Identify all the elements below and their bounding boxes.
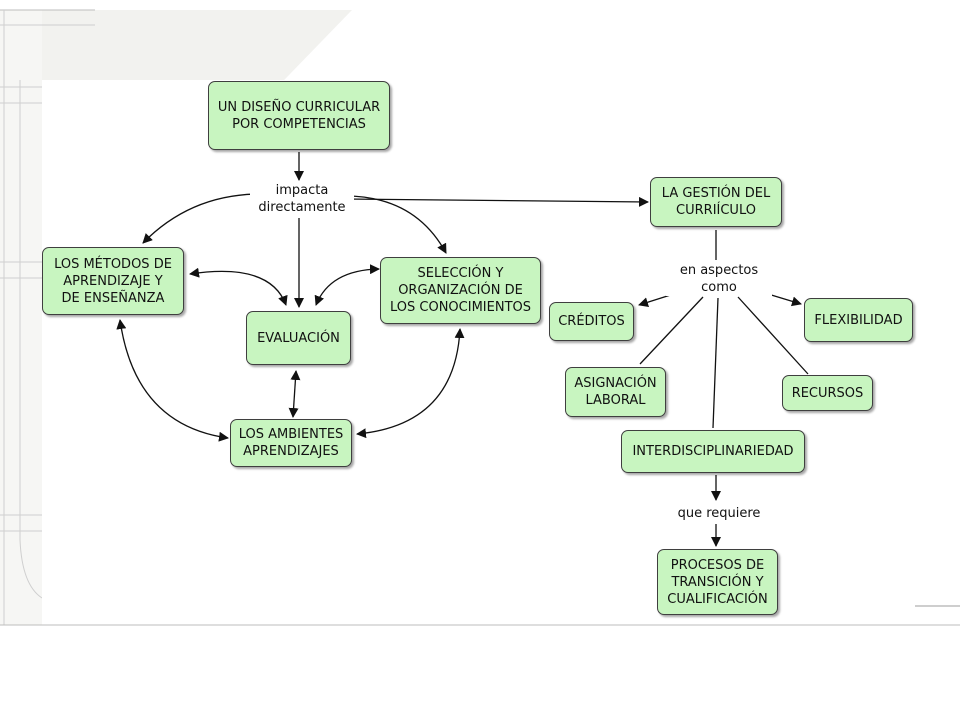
connector-metodos-evaluacion [189, 267, 288, 306]
connector-evaluacion-ambientes [288, 370, 301, 418]
node-metodos[interactable]: LOS MÉTODOS DE APRENDIZAJE Y DE ENSEÑANZ… [42, 247, 184, 315]
node-interdisciplinariedad[interactable]: INTERDISCIPLINARIEDAD [621, 430, 805, 473]
node-procesos[interactable]: PROCESOS DE TRANSICIÓN Y CUALIFICACIÓN [657, 549, 778, 615]
node-asignacion-laboral[interactable]: ASIGNACIÓN LABORAL [565, 367, 666, 417]
connector-aspectos-recursos [737, 296, 809, 375]
node-ambientes[interactable]: LOS AMBIENTES APRENDIZAJES [230, 419, 352, 467]
connector-seleccion-evaluacion [314, 264, 380, 306]
connectors [116, 152, 809, 547]
connector-aspectos-asignacion [639, 296, 704, 365]
node-seleccion[interactable]: SELECCIÓN Y ORGANIZACIÓN DE LOS CONOCIMI… [380, 257, 541, 324]
link-label-requiere: que requiere [666, 505, 772, 522]
connector-seleccion-ambientes [356, 328, 465, 439]
connector-metodos-ambientes [116, 319, 229, 442]
connector-impacta-gestion [344, 196, 649, 207]
connector-aspectos-interdisciplinariedad [712, 297, 719, 429]
node-gestion-curriculo[interactable]: LA GESTIÓN DEL CURRIÍCULO [650, 177, 782, 227]
link-label-impacta: impacta directamente [250, 182, 354, 216]
node-diseno-curricular[interactable]: UN DISEÑO CURRICULAR POR COMPETENCIAS [208, 81, 390, 150]
node-evaluacion[interactable]: EVALUACIÓN [246, 311, 351, 365]
node-recursos[interactable]: RECURSOS [782, 375, 873, 411]
connector-impacta-seleccion [344, 195, 447, 254]
node-flexibilidad[interactable]: FLEXIBILIDAD [804, 298, 913, 342]
node-creditos[interactable]: CRÉDITOS [549, 302, 634, 341]
connector-impacta-metodos [142, 193, 259, 244]
link-label-aspectos: en aspectos como [666, 262, 772, 296]
